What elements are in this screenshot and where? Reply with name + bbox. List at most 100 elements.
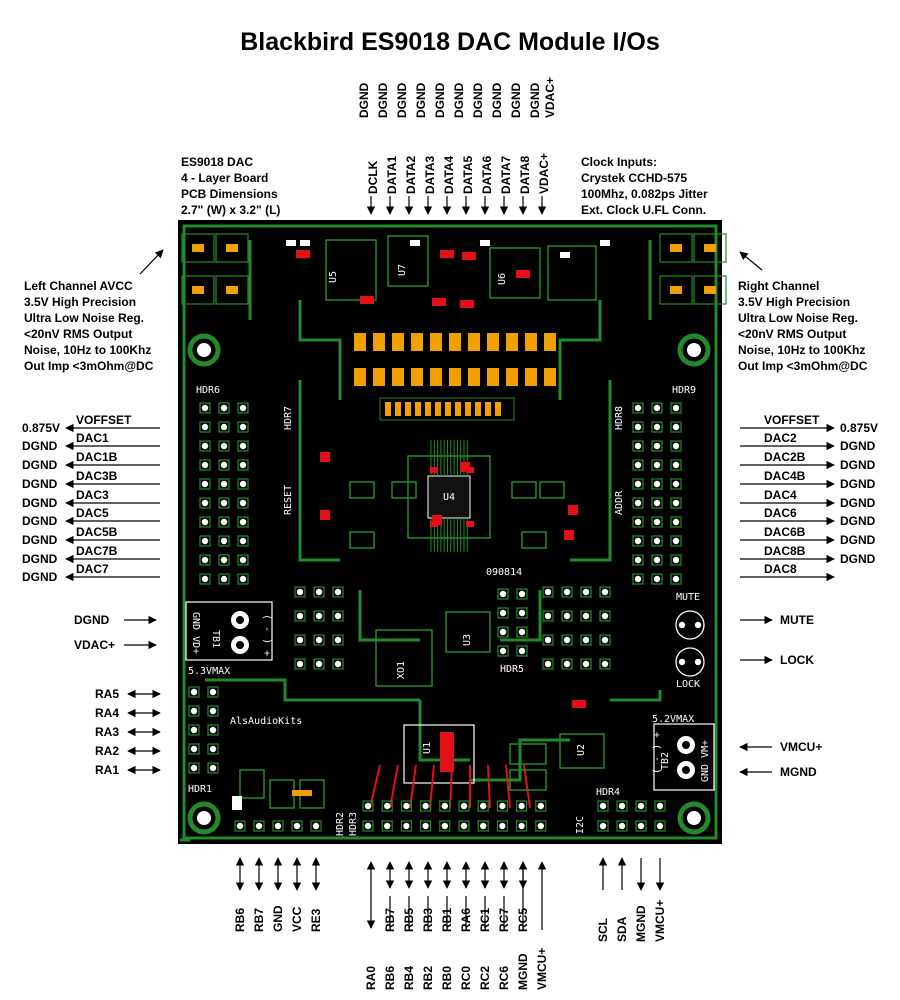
header-pin [384,802,391,810]
regulator-cap [181,275,215,305]
right-output-signal: VOFFSET [764,413,820,427]
silkscreen-label: HDR6 [196,385,220,396]
header-hdr6 [199,554,211,566]
header-hdr9 [651,497,663,509]
header-pin [563,660,571,668]
header-hdr1 [188,686,200,698]
header-hdr5 [497,607,509,619]
smd-pad [392,333,404,351]
header-pin [201,404,209,412]
header-pin [334,612,342,620]
red-smd [460,462,470,472]
header-hdr9 [670,478,682,490]
red-smd [320,510,330,520]
header-pin [672,575,680,583]
passive-pad-array [561,658,573,670]
smd-pad [704,286,716,294]
header-pin [296,660,304,668]
silkscreen-label: HDR1 [188,784,212,795]
header-pin [653,518,661,526]
regulator-u7 [387,235,429,287]
silkscreen-label: 090814 [486,567,522,578]
header-pin [537,822,544,830]
header-hdr6 [218,459,230,471]
header-pin [672,442,680,450]
header-pin [582,660,590,668]
header-hdr4 [616,820,628,832]
bottom-pin-label: SCL [596,918,610,942]
smd-pad [495,402,501,416]
left-output-net: DGND [22,458,58,472]
right-output-net: DGND [840,514,876,528]
red-smd [296,250,310,258]
top-pin-label: DGND [452,82,466,118]
header-pin [209,764,217,772]
header-hdr6 [199,516,211,528]
silkscreen-label: ( - ) + [261,614,272,656]
header-hdr9 [651,440,663,452]
passive-pad-array [313,658,325,670]
smd-pad [670,244,682,252]
header-pin [422,802,429,810]
passive-outline [349,481,375,499]
left-output-signal: DAC3 [76,488,109,502]
passive-pad-array [313,634,325,646]
passive-pad-array [313,586,325,598]
header-pin [293,822,301,830]
mounting-hole [677,801,711,835]
header-pin [601,612,609,620]
header-hdr6 [199,421,211,433]
smd-pad [226,286,238,294]
passive-pad-array [542,658,554,670]
silkscreen-label: U5 [328,271,339,283]
header-pin [653,442,661,450]
header-pin [201,556,209,564]
copper-trace [500,590,542,642]
top-pin-label: DATA3 [423,155,437,194]
smd-pad [480,240,490,246]
regulator-cap [659,275,693,305]
note-line: 4 - Layer Board [181,171,269,185]
smd-pad [392,368,404,386]
smd-pad [544,333,556,351]
header-pin [220,537,228,545]
header-hdr6 [218,402,230,414]
mounting-hole [187,333,221,367]
note-line: Left Channel AVCC [24,279,133,293]
header-bottom-hdr1 [310,820,322,832]
silkscreen-label: MUTE [676,592,700,603]
smd-pad [544,368,556,386]
passive-pad-array [294,634,306,646]
mounting-hole [677,333,711,367]
header-hdr3 [400,800,412,812]
header-hdr3 [477,800,489,812]
smd-pad [286,240,296,246]
silkscreen-label: I2C [575,816,586,834]
crystal-oscillator-xo1 [375,629,433,687]
header-pin [544,588,552,596]
right-output-net: DGND [840,533,876,547]
top-pin-label: DGND [376,82,390,118]
copper-trace [298,380,340,562]
red-smd [432,515,442,525]
top-pin-label: DATA2 [404,155,418,194]
header-hdr5 [516,626,528,638]
header-pin [190,688,198,696]
passive-pad-array [599,610,611,622]
header-pin [190,764,198,772]
header-pin [441,802,448,810]
header-pin [315,588,323,596]
header-pin [403,802,410,810]
header-pin [653,556,661,564]
left-output-net: DGND [22,439,58,453]
passive-outline [511,481,537,499]
header-hdr3 [400,820,412,832]
passive-pad-array [332,586,344,598]
header-hdr3 [381,820,393,832]
red-smd [440,250,454,258]
header-hdr9 [651,478,663,490]
header-pin [201,537,209,545]
silkscreen-label: RESET [283,485,294,515]
smd-pad [430,333,442,351]
note-line: Out Imp <3mOhm@DC [738,359,868,373]
